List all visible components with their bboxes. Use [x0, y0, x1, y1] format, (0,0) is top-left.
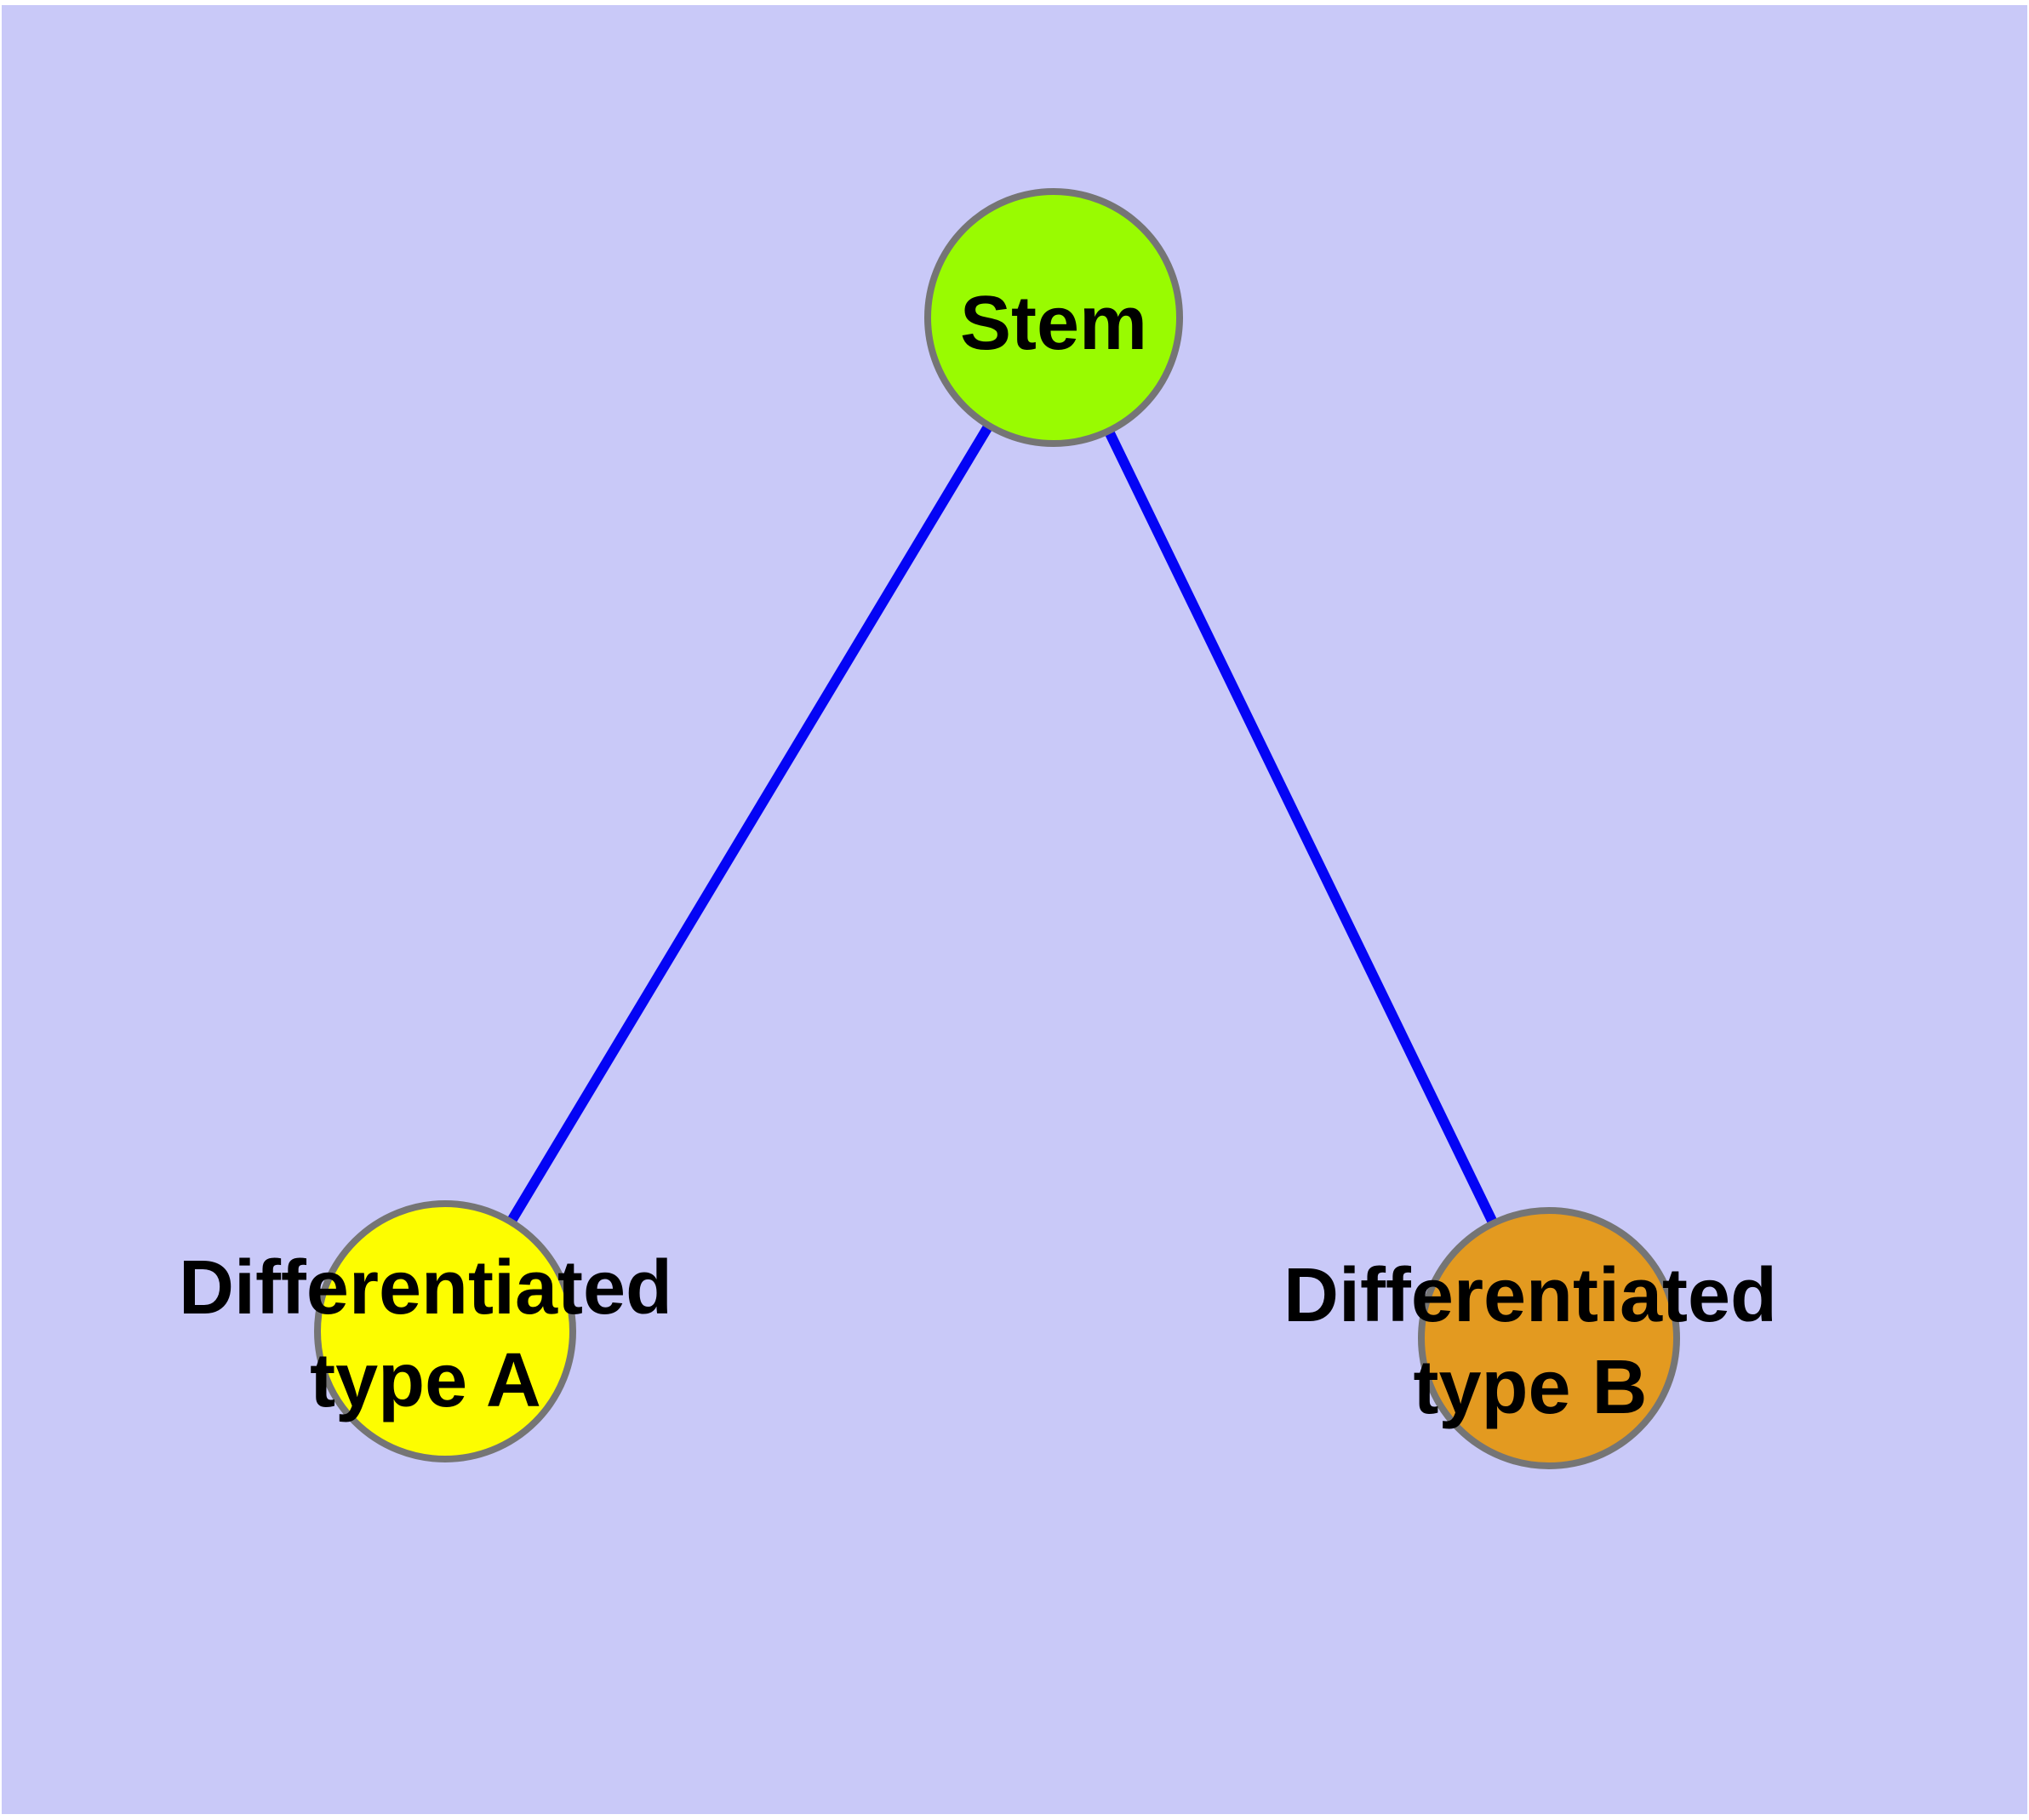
graph-svg: Stem Differentiated type A Differentiate…: [2, 5, 2027, 1814]
node-type-b-label-line2: type B: [1413, 1345, 1647, 1430]
node-stem: [924, 188, 1183, 447]
node-type-a-label-line1: Differentiated: [179, 1245, 672, 1331]
node-type-b-label-line1: Differentiated: [1283, 1253, 1777, 1338]
node-type-b: [1418, 1207, 1680, 1469]
plot-background: Stem Differentiated type A Differentiate…: [2, 5, 2027, 1814]
node-stem-label: Stem: [960, 281, 1147, 366]
edge-stem-to-type-a: [440, 312, 1059, 1336]
node-type-a-label-line2: type A: [310, 1338, 541, 1423]
node-type-a: [314, 1200, 576, 1462]
edge-stem-to-type-b: [1049, 312, 1554, 1343]
